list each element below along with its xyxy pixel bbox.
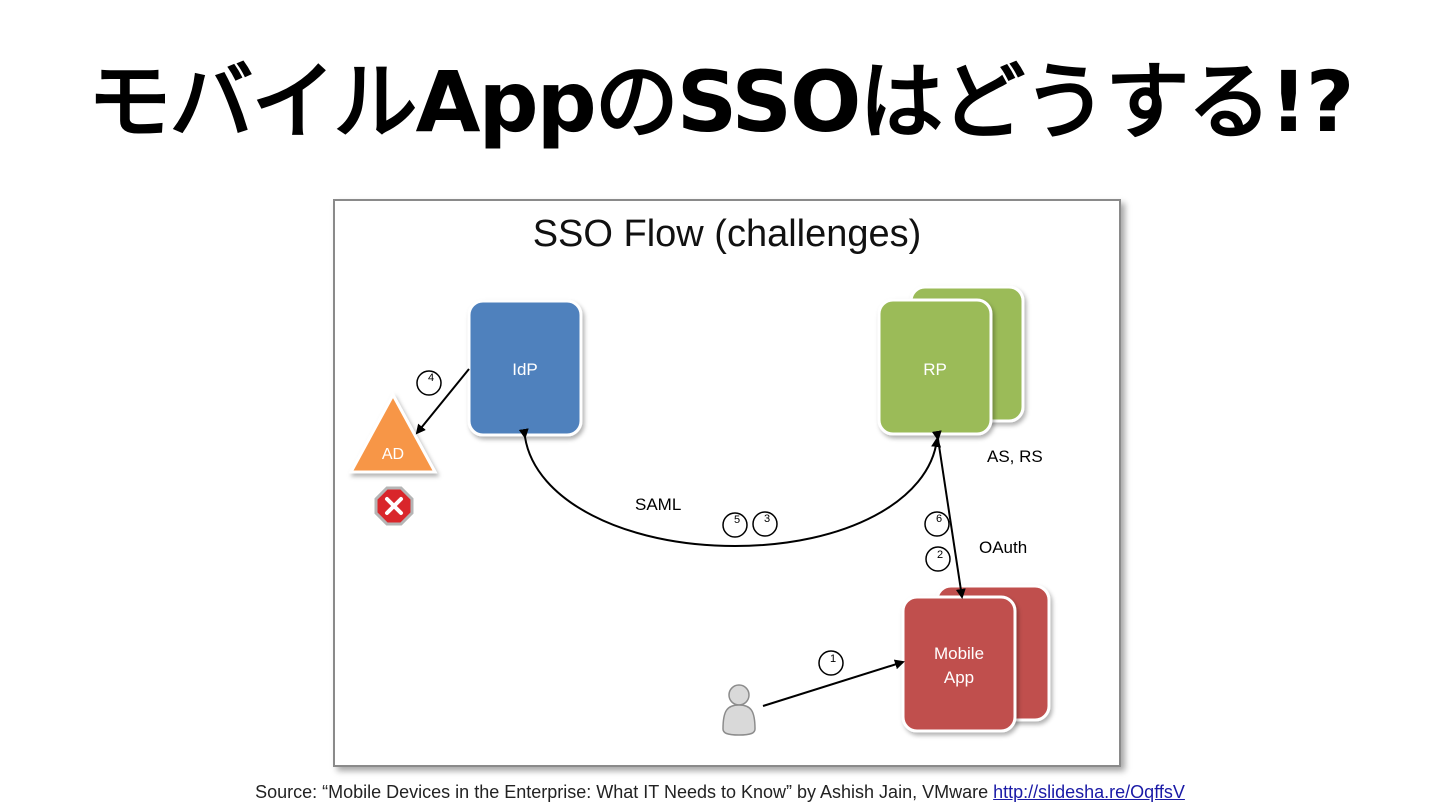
rp-label: RP — [923, 360, 947, 379]
source-link[interactable]: http://slidesha.re/OqffsV — [993, 782, 1185, 802]
rp-node: RP — [877, 285, 1025, 436]
saml-arc-connector — [518, 428, 942, 548]
diagram-frame: SSO Flow (challenges) IdP RP AD — [333, 199, 1121, 767]
slide-title: モバイルAppのSSOはどうする!? — [87, 53, 1355, 151]
idp-node: IdP — [467, 299, 583, 437]
source-text: Source: “Mobile Devices in the Enterpris… — [255, 782, 989, 802]
as-rs-label: AS, RS — [987, 447, 1043, 466]
svg-text:4: 4 — [428, 372, 434, 384]
mobile-app-node: Mobile App — [901, 584, 1051, 733]
source-citation: Source: “Mobile Devices in the Enterpris… — [0, 782, 1440, 803]
oauth-label: OAuth — [979, 538, 1027, 557]
saml-label: SAML — [635, 495, 681, 514]
step-marker-5: 5 — [722, 512, 748, 538]
sso-flow-diagram: IdP RP AD Mobile App — [348, 285, 1051, 736]
svg-text:1: 1 — [830, 653, 836, 665]
user-to-app-arrow — [762, 659, 905, 707]
step-marker-1: 1 — [818, 650, 844, 676]
step-marker-4: 4 — [416, 370, 442, 396]
idp-label: IdP — [512, 360, 538, 379]
svg-text:3: 3 — [764, 513, 770, 525]
svg-text:6: 6 — [936, 513, 942, 525]
user-icon — [722, 684, 756, 736]
step-marker-3: 3 — [752, 511, 778, 537]
mobile-app-label-line2: App — [944, 668, 974, 687]
mobile-app-label-line1: Mobile — [934, 644, 984, 663]
ad-label: AD — [382, 446, 404, 463]
svg-text:2: 2 — [937, 549, 943, 561]
oauth-arrow — [931, 430, 966, 599]
ad-node: AD — [348, 391, 438, 474]
svg-text:5: 5 — [734, 514, 740, 526]
step-marker-2: 2 — [925, 546, 951, 572]
error-stop-icon — [374, 486, 414, 526]
step-marker-6: 6 — [924, 511, 950, 537]
diagram-title: SSO Flow (challenges) — [532, 213, 922, 255]
idp-to-ad-arrow — [415, 368, 470, 435]
